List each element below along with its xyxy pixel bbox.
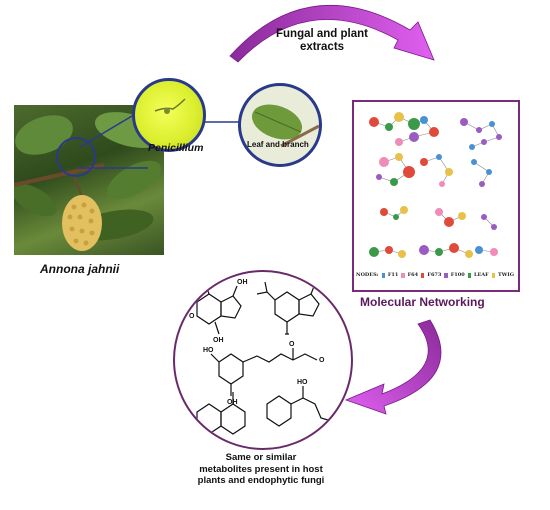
penicillium-zoom — [132, 78, 206, 152]
legend-label-f100: F100 — [450, 272, 465, 278]
chem-oh-3: OH — [313, 277, 324, 284]
chem-o-3: O — [319, 357, 325, 364]
legend-label-f11: F11 — [387, 272, 399, 278]
legend-label-leaf: LEAF — [473, 272, 489, 278]
chem-o-2: O — [289, 341, 295, 348]
metabolites-line3: plants and endophytic fungi — [197, 475, 325, 486]
metabolites-circle: OH OH O OH HO O O OH HO HO — [173, 270, 353, 450]
leaf-icon — [251, 104, 319, 148]
network-legend: NODES: F11 F64 F673 F100 LEAF TWIG — [356, 268, 514, 282]
penicillium-label: Penicillium — [148, 142, 204, 154]
chem-ho-3: HO — [297, 379, 308, 386]
chem-ho-1: HO — [203, 347, 214, 354]
legend-swatch-twig — [491, 272, 496, 278]
chem-oh-4: OH — [227, 399, 238, 406]
extracts-label: Fungal and plant extracts — [262, 28, 382, 54]
chem-o-1: O — [189, 313, 195, 320]
metabolites-line2: metabolites present in host — [199, 463, 323, 475]
leaf-zoom — [238, 83, 322, 167]
legend-label-twig: TWIG — [498, 272, 514, 278]
arrow-bottom — [344, 319, 442, 415]
extracts-line1: Fungal and plant — [276, 28, 368, 40]
species-label: Annona jahnii — [40, 262, 120, 276]
legend-swatch-f64 — [401, 272, 405, 278]
leaf-branch-label: Leaf and branch — [247, 140, 309, 149]
chemical-structures: OH OH O OH HO O O OH HO HO — [175, 275, 340, 436]
legend-label-f673: F673 — [427, 272, 442, 278]
zoom-connectors — [78, 109, 240, 169]
chem-oh-2: OH — [213, 337, 224, 344]
chem-ho-2: HO — [175, 429, 186, 436]
arrow-top — [229, 4, 435, 63]
legend-swatch-f100 — [444, 272, 448, 278]
chem-oh-1: OH — [237, 279, 248, 286]
legend-title: NODES: — [356, 272, 379, 278]
legend-swatch-f11 — [381, 272, 385, 278]
legend-label-f64: F64 — [407, 272, 419, 278]
molecular-network-panel — [352, 100, 520, 292]
networking-label: Molecular Networking — [360, 295, 485, 309]
legend-swatch-f673 — [421, 272, 425, 278]
extracts-line2: extracts — [299, 41, 345, 53]
metabolites-label: Same or similar metabolites present in h… — [176, 452, 346, 487]
fungus-hypha-icon — [154, 98, 186, 114]
metabolites-line1: Same or similar — [225, 452, 297, 463]
legend-swatch-leaf — [467, 272, 471, 278]
network-graph — [369, 112, 502, 258]
